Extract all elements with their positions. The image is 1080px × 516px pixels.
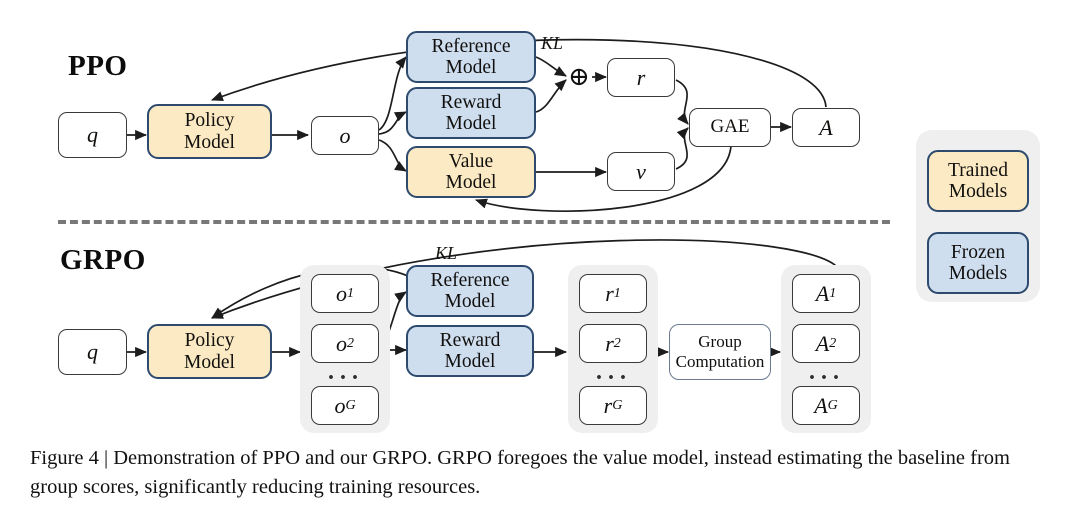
ppo-reward-model-line1: Reward	[440, 91, 502, 113]
legend-frozen-models: Frozen Models	[927, 232, 1029, 294]
ppo-input-q-label: q	[87, 122, 98, 148]
grpo-reward-model-line2: Model	[444, 351, 496, 372]
grpo-advantage-AG-base: A	[814, 392, 828, 418]
grpo-reward-rG-sub: G	[612, 397, 623, 413]
ppo-reference-model-line2: Model	[445, 57, 497, 78]
legend-frozen-models-line1: Frozen	[950, 241, 1006, 263]
ppo-reward-model: Reward Model	[406, 87, 536, 139]
grpo-reward-r1-sub: 1	[613, 285, 621, 301]
grpo-reward-rG-base: r	[603, 392, 613, 418]
grpo-kl-label: KL	[435, 243, 458, 263]
ppo-gae-block: GAE	[689, 108, 771, 147]
ppo-reference-model: Reference Model	[406, 31, 536, 83]
grpo-reward-r2-base: r	[605, 330, 614, 356]
grpo-reference-model-line2: Model	[444, 291, 496, 312]
grpo-output-o1-sub: 1	[347, 285, 354, 301]
ppo-kl-label: KL	[541, 33, 564, 53]
ppo-value-model-line2: Model	[445, 172, 497, 193]
section-title-ppo: PPO	[68, 50, 128, 82]
grpo-reward-model-line1: Reward	[439, 329, 501, 351]
ppo-value-estimate-v: v	[607, 152, 675, 191]
legend-trained-models-line1: Trained	[948, 159, 1008, 181]
grpo-group-computation-line2: Computation	[675, 352, 765, 371]
section-divider	[58, 220, 890, 224]
grpo-output-oG-sub: G	[345, 397, 356, 413]
grpo-reward-r1-base: r	[605, 280, 614, 306]
ppo-reward-model-line2: Model	[445, 113, 497, 134]
ppo-output-o-label: o	[339, 122, 351, 148]
grpo-advantage-A1-sub: 1	[829, 285, 837, 301]
grpo-output-o2-base: o	[336, 330, 347, 356]
ppo-advantage-A: A	[792, 108, 860, 147]
figure-diagram: PPO q Policy Model o Reference Model Rew…	[58, 31, 1040, 433]
grpo-policy-model: Policy Model	[147, 324, 272, 379]
ppo-value-model: Value Model	[406, 146, 536, 198]
grpo-reference-model: Reference Model	[406, 265, 534, 317]
ppo-input-q: q	[58, 112, 127, 158]
ppo-policy-model-line2: Model	[184, 131, 235, 153]
grpo-advantage-A2-base: A	[815, 330, 830, 356]
ppo-policy-model: Policy Model	[147, 104, 272, 159]
grpo-reward-model: Reward Model	[406, 325, 534, 377]
legend-frozen-models-line2: Models	[948, 263, 1008, 284]
ppo-value-model-line1: Value	[448, 150, 494, 172]
grpo-output-o2-sub: 2	[347, 335, 354, 351]
ppo-gae-label: GAE	[710, 116, 750, 138]
ppo-policy-model-line1: Policy	[184, 110, 235, 132]
grpo-output-o1-base: o	[336, 280, 347, 306]
figure-caption: Figure 4 | Demonstration of PPO and our …	[30, 447, 1010, 499]
grpo-reward-r2-sub: 2	[613, 335, 621, 351]
grpo-policy-model-line1: Policy	[184, 330, 235, 352]
section-title-grpo: GRPO	[60, 244, 146, 276]
grpo-policy-model-line2: Model	[184, 351, 235, 373]
ppo-output-o: o	[311, 116, 379, 155]
grpo-group-computation-line1: Group	[698, 332, 742, 352]
grpo-reference-model-line1: Reference	[430, 269, 510, 291]
grpo-input-q: q	[58, 329, 127, 375]
legend-trained-models-line2: Models	[948, 181, 1008, 202]
grpo-advantage-A1-base: A	[815, 280, 830, 306]
grpo-input-q-label: q	[87, 339, 98, 365]
grpo-advantage-A2-sub: 2	[829, 335, 837, 351]
ppo-value-estimate-v-label: v	[636, 158, 646, 184]
ppo-reference-model-line1: Reference	[431, 35, 511, 57]
legend-trained-models: Trained Models	[927, 150, 1029, 212]
ppo-advantage-A-label: A	[819, 114, 833, 140]
grpo-output-oG-base: o	[334, 392, 346, 418]
ppo-reward-value-r: r	[607, 58, 675, 97]
grpo-advantage-AG-sub: G	[827, 397, 838, 413]
ppo-reward-value-r-label: r	[636, 64, 646, 90]
grpo-group-computation: Group Computation	[669, 324, 771, 380]
ppo-plus-icon: ⊕	[568, 62, 590, 91]
